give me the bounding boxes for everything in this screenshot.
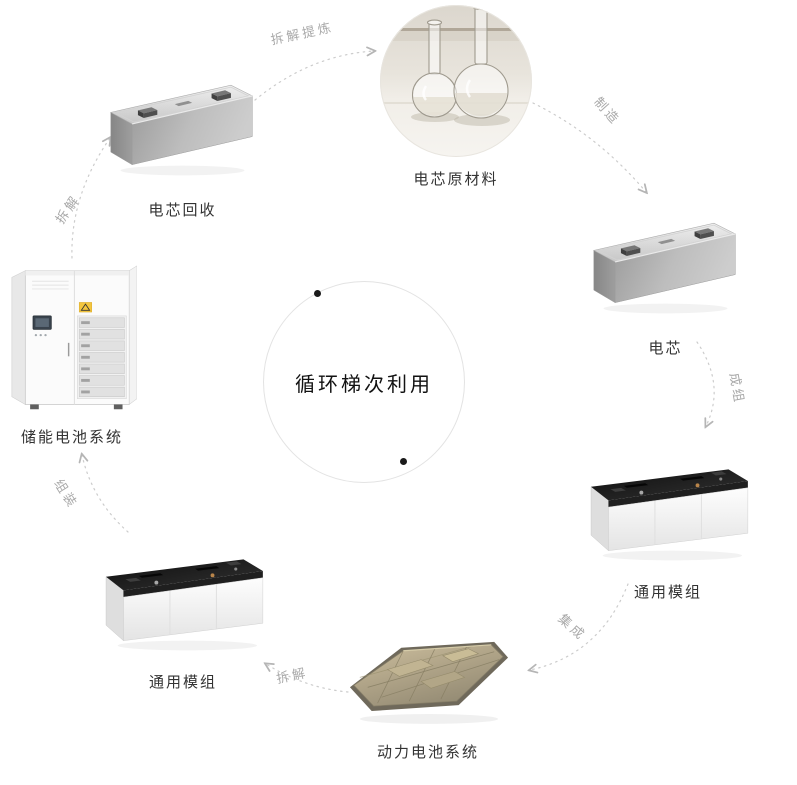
center-label: 循环梯次利用 (295, 371, 433, 396)
node-label-cell: 电芯 (648, 339, 683, 357)
battery-cell-image (593, 222, 736, 314)
node-module-right: 通用模组 (583, 450, 753, 602)
node-label-storage-system: 储能电池系统 (20, 428, 123, 446)
storage-cabinet-image (11, 265, 137, 410)
node-label-cell-recycling: 电芯回收 (148, 201, 217, 219)
node-label-module-right: 通用模组 (633, 583, 702, 601)
arc-recycle-to-raw (254, 51, 374, 101)
arc-storage-to-recycle (71, 138, 110, 259)
node-cell-recycling: 电芯回收 (105, 58, 260, 220)
circle-dot-bottom (400, 458, 407, 465)
node-label-power-battery-system: 动力电池系统 (376, 743, 479, 761)
node-module-left: 通用模组 (98, 540, 268, 692)
node-label-module-left: 通用模组 (148, 673, 217, 691)
node-power-battery-system: 动力电池系统 (344, 612, 512, 762)
node-raw-materials: 电芯原材料 (378, 4, 534, 189)
arc-pack-to-module (266, 664, 349, 693)
battery-pack-image (349, 641, 509, 725)
arc-raw-to-cell (532, 102, 646, 192)
arc-module-to-pack (530, 583, 629, 670)
battery-cell-image (110, 84, 253, 176)
node-storage-system: 储能电池系统 (6, 262, 138, 447)
node-cell: 电芯 (588, 196, 743, 358)
node-label-raw-materials: 电芯原材料 (413, 170, 499, 188)
arc-module-to-storage (82, 455, 129, 533)
center-circle: 循环梯次利用 (263, 281, 465, 483)
arc-cell-to-module (696, 341, 715, 426)
battery-module-image (590, 468, 749, 561)
battery-module-image (105, 558, 264, 651)
circle-dot-top (314, 290, 321, 297)
glass-flasks-image (380, 5, 532, 157)
